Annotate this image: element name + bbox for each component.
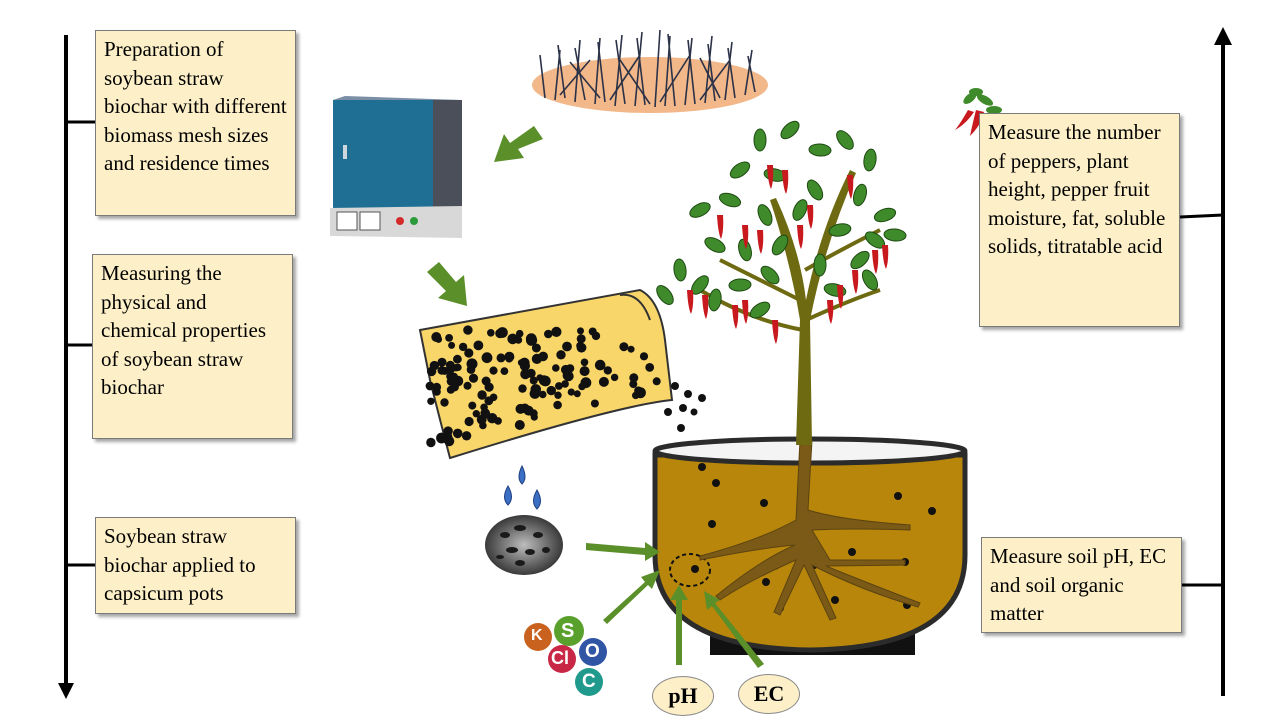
biochar-bag-icon (418, 288, 706, 460)
step-measure-properties: Measuring the physical and chemical prop… (92, 254, 293, 439)
pepper-icon (955, 88, 1002, 136)
water-drops-icon (504, 464, 541, 510)
biochar-micrograph-icon (485, 515, 563, 575)
right-timeline-arrow (1179, 27, 1232, 696)
step-measure-pepper-traits-text: Measure the number of peppers, plant hei… (988, 120, 1166, 258)
soybean-straw-icon (532, 29, 768, 113)
step-biochar-preparation: Preparation of soybean straw biochar wit… (95, 30, 296, 216)
plant-roots (699, 439, 921, 621)
ec-label: EC (753, 681, 785, 706)
step-biochar-preparation-text: Preparation of soybean straw biochar wit… (104, 37, 287, 175)
nutrient-ions (524, 616, 607, 696)
step-apply-biochar: Soybean straw biochar applied to capsicu… (95, 517, 296, 614)
process-arrows (427, 126, 543, 306)
pepper-plant-icon (656, 120, 907, 445)
muffle-furnace-icon (330, 96, 462, 238)
ion-s-label: S (561, 620, 575, 642)
step-measure-soil: Measure soil pH, EC and soil organic mat… (981, 537, 1182, 633)
step-apply-biochar-text: Soybean straw biochar applied to capsicu… (104, 524, 256, 605)
ec-indicator: EC (738, 674, 800, 714)
ion-k-label: K (531, 627, 543, 644)
input-arrows (586, 542, 764, 668)
left-timeline-arrow (58, 35, 95, 699)
ion-c-label: C (582, 671, 596, 692)
ph-label: pH (668, 683, 698, 708)
step-measure-pepper-traits: Measure the number of peppers, plant hei… (979, 113, 1180, 327)
ion-o-label: O (585, 641, 600, 662)
ion-cl-label: Cl (551, 648, 569, 668)
ph-indicator: pH (652, 676, 714, 716)
step-measure-soil-text: Measure soil pH, EC and soil organic mat… (990, 544, 1167, 625)
step-measure-properties-text: Measuring the physical and chemical prop… (101, 261, 267, 399)
